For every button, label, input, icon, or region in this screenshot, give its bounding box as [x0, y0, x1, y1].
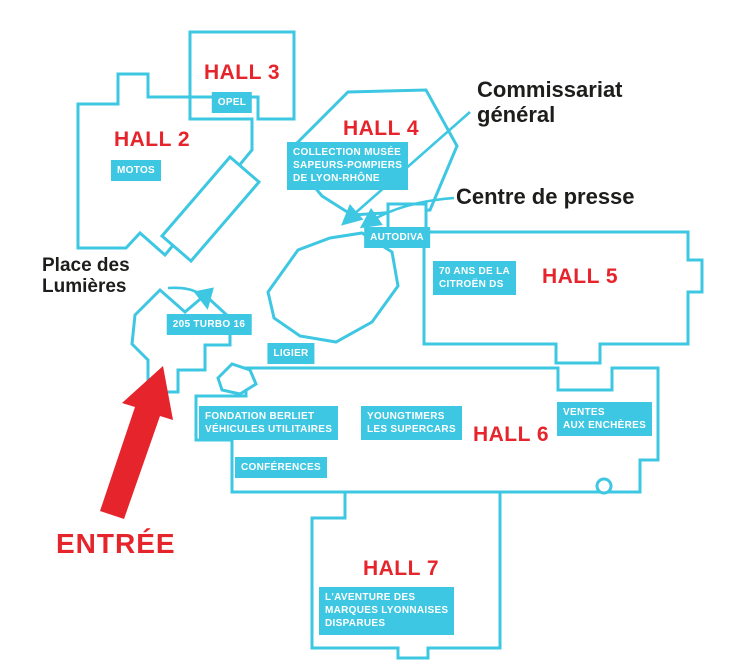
hall-3-label: HALL 3: [203, 61, 281, 84]
exhibit-tag-conferences: CONFÉRENCES: [235, 457, 327, 479]
place-lumieres-pointer-arrow: [167, 286, 214, 310]
exhibit-tag-motos: MOTOS: [111, 160, 161, 182]
diagonal-hall-outline: [159, 154, 262, 264]
hall-2-label: HALL 2: [113, 128, 191, 151]
exhibit-tag-collection-musee-sapeurs-pompiers: COLLECTION MUSÉE SAPEURS-POMPIERS DE LYO…: [287, 142, 409, 190]
hall-2-outline: [76, 72, 254, 258]
hall-5-label: HALL 5: [541, 265, 619, 288]
exhibit-tag-205-turbo-16: 205 TURBO 16: [166, 314, 252, 336]
place-des-lumieres-label: Place des Lumières: [42, 255, 130, 298]
exhibit-tag-ventes-aux-encheres: VENTES AUX ENCHÈRES: [557, 402, 653, 437]
exhibit-tag-autodiva: AUTODIVA: [364, 227, 430, 249]
entrance-arrow: [100, 366, 173, 519]
exhibit-tag-70-ans-citroen-ds: 70 ANS DE LA CITROËN DS: [433, 261, 517, 296]
exhibit-tag-fondation-berliet: FONDATION BERLIET VÉHICULES UTILITAIRES: [199, 406, 339, 441]
hall-7-label: HALL 7: [362, 557, 440, 580]
centre-presse-pointer-arrow: [359, 196, 455, 229]
entrance-plaza-outline: [130, 287, 232, 394]
commissariat-general-label: Commissariat général: [477, 77, 623, 127]
exhibit-tag-youngtimers-supercars: YOUNGTIMERS LES SUPERCARS: [361, 406, 462, 441]
exhibit-tag-opel: OPEL: [211, 92, 253, 114]
entree-label: ENTRÉE: [56, 528, 176, 559]
hall-6-label: HALL 6: [472, 423, 550, 446]
hall-4-label: HALL 4: [342, 117, 420, 140]
hall-5-outline: [422, 230, 704, 365]
exhibit-tag-ligier: LIGIER: [267, 343, 315, 365]
small-pavilion-outline: [216, 362, 258, 396]
exhibit-tag-aventure-marques-lyonnaises: L'AVENTURE DES MARQUES LYONNAISES DISPAR…: [319, 587, 455, 635]
centre-de-presse-label: Centre de presse: [456, 184, 635, 209]
pillar-outline: [595, 477, 613, 495]
central-court-outline: [266, 231, 400, 344]
